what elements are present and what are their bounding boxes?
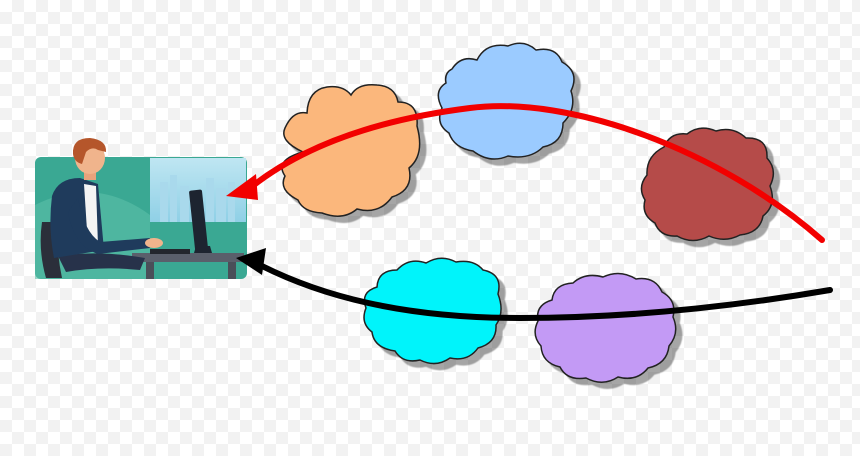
purple-cloud: [534, 272, 677, 383]
orange-cloud: [281, 83, 421, 217]
person-at-computer-icon: [35, 138, 247, 279]
red-cloud: [640, 127, 775, 242]
black-arrow: [236, 248, 833, 322]
red-arrow: [226, 103, 825, 243]
blue-cloud: [437, 42, 575, 160]
